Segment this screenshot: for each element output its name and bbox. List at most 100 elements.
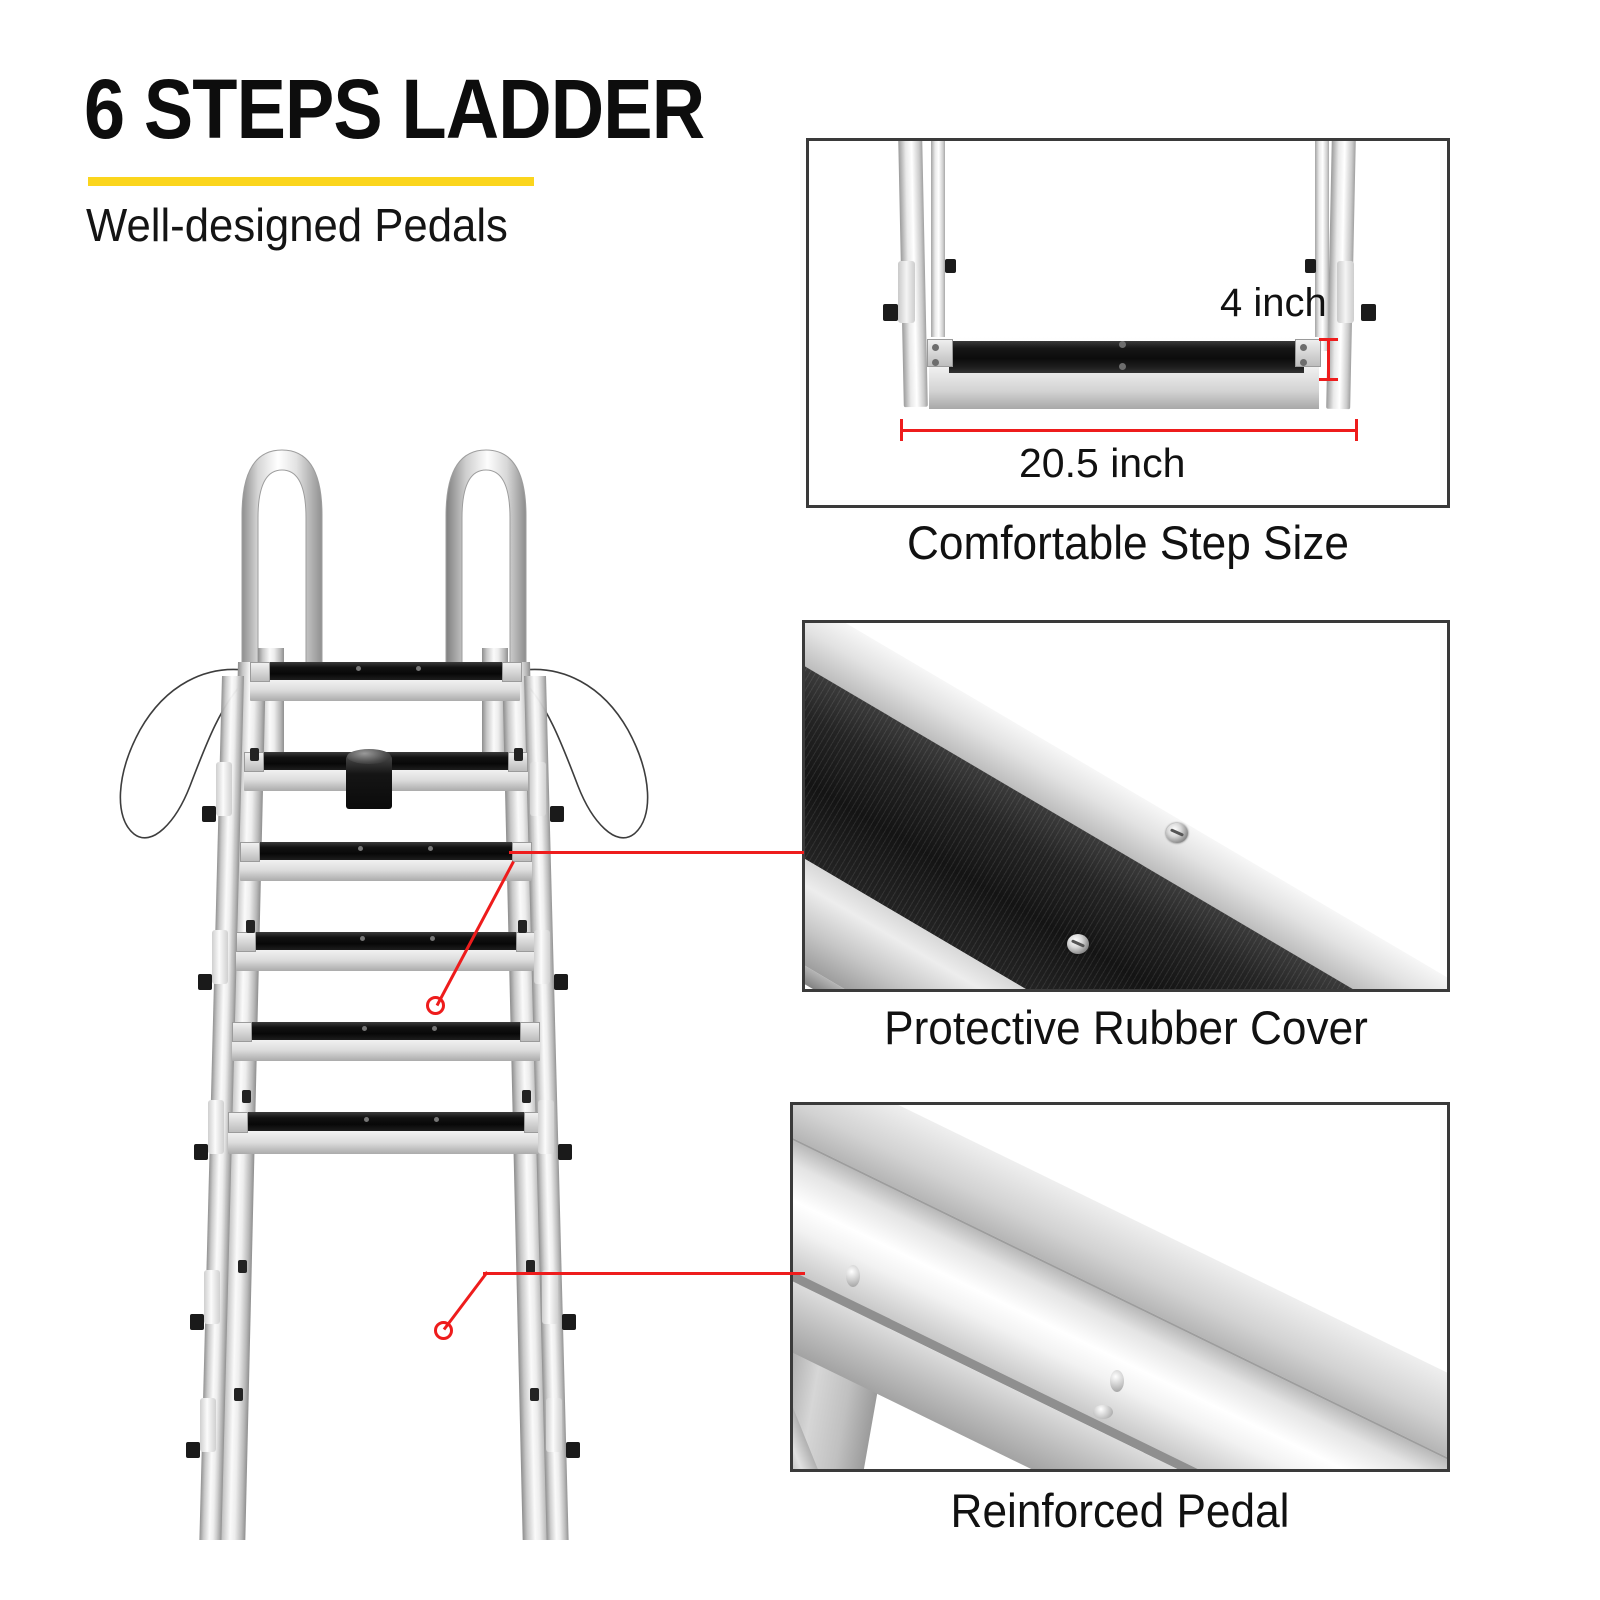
wire-hook-right [521, 668, 649, 839]
dim-4inch-line [1327, 339, 1330, 381]
caption-step-size: Comfortable Step Size [906, 516, 1350, 569]
step-bolt [416, 666, 421, 671]
channel-rivet [1110, 1370, 1124, 1392]
step-bolt [932, 359, 939, 366]
panel-step-size: 4 inch 20.5 inch [806, 138, 1450, 508]
rubber-cover-illustration [805, 623, 1447, 989]
rail-stop-right [514, 748, 523, 761]
rail-clip-left [204, 1270, 220, 1324]
step-bolt [428, 846, 433, 851]
step-size-illustration: 4 inch 20.5 inch [809, 141, 1447, 505]
step-endplate-left [236, 932, 256, 952]
page-title: 6 STEPS LADDER [84, 62, 705, 156]
rail-clip-right [534, 930, 550, 984]
ladder-illustration [110, 430, 650, 1540]
rail-clip-left [208, 1100, 224, 1154]
step-bolt [364, 1117, 369, 1122]
step-profile-angled [805, 623, 1447, 989]
rail-clip-left [212, 930, 228, 984]
dim-4inch-label: 4 inch [1220, 281, 1327, 325]
step-endplate-left [228, 1112, 248, 1133]
rail-nub-left [198, 974, 212, 990]
rail-stop-right [530, 1388, 539, 1401]
rail-clip-left [898, 261, 915, 323]
step-rubber-tread [949, 341, 1304, 373]
rail-nub-right [566, 1442, 580, 1458]
rail-nub-right [554, 974, 568, 990]
rail-clip-left [200, 1398, 216, 1452]
rail-nub-right [562, 1314, 576, 1330]
step-endplate-left [250, 662, 270, 682]
rail-clip-right [538, 1100, 554, 1154]
step-bolt [356, 666, 361, 671]
rail-stop-left [945, 259, 956, 273]
step-rubber-tread [252, 842, 520, 860]
rail-nub-left [194, 1144, 208, 1160]
leader-anchor-reinforced-pedal [434, 1321, 453, 1340]
rail-nub-right [1361, 304, 1376, 321]
step-endplate-right [502, 662, 522, 682]
step-bolt [434, 1117, 439, 1122]
title-accent-rule [88, 177, 534, 186]
rail-nub-right [550, 806, 564, 822]
reinforced-pedal-illustration [793, 1105, 1447, 1469]
step-rubber-tread [262, 662, 510, 680]
step-bolt [358, 846, 363, 851]
step-endplate-left [232, 1022, 252, 1042]
rail-stop-right [522, 1090, 531, 1103]
handrail-loop-right [445, 449, 527, 681]
step-bolt [360, 936, 365, 941]
panel-rubber-cover [802, 620, 1450, 992]
step-endplate-right [516, 932, 536, 952]
rail-stop-right [526, 1260, 535, 1273]
leader-to-reinforced-pedal-horizontal [483, 1272, 805, 1275]
step-endplate-left [927, 339, 953, 367]
rail-stop-left [238, 1260, 247, 1273]
locking-hinge-cap [347, 749, 391, 764]
step-bolt [1119, 341, 1126, 348]
step-endplate-right [520, 1022, 540, 1042]
step-bolt [362, 1026, 367, 1031]
handrail-loops [119, 449, 649, 839]
rail-nub-right [558, 1144, 572, 1160]
ladder-inner-upright-left [931, 141, 945, 351]
leader-to-rubber-cover-horizontal [509, 851, 804, 854]
rail-nub-left [202, 806, 216, 822]
dim-20inch-line [900, 429, 1358, 432]
step-bolt [1300, 344, 1307, 351]
step-bolt [1119, 363, 1126, 370]
step-bolt [432, 1026, 437, 1031]
channel-rivet [1093, 1405, 1113, 1419]
rail-nub-left [190, 1314, 204, 1330]
step-bolt [932, 344, 939, 351]
step-rubber-tread [248, 932, 524, 950]
rail-stop-right [1305, 259, 1316, 273]
rail-clip-right [542, 1270, 558, 1324]
rail-stop-left [234, 1388, 243, 1401]
step-rubber-tread [240, 1112, 532, 1131]
tread-screw [1166, 823, 1188, 843]
caption-rubber-cover: Protective Rubber Cover [884, 1001, 1368, 1054]
rail-stop-right [518, 920, 527, 933]
pedal-underside-profile [793, 1105, 1447, 1469]
wire-hook-left [119, 668, 247, 839]
leader-anchor-rubber-cover [426, 996, 445, 1015]
rail-nub-left [883, 304, 898, 321]
dim-20inch-tick-left [900, 419, 903, 441]
tread-screw [1067, 934, 1089, 954]
step-bolt [1300, 359, 1307, 366]
locking-hinge-block [346, 755, 392, 809]
step-bolt [430, 936, 435, 941]
rail-stop-left [242, 1090, 251, 1103]
dim-4inch-tick-top [1319, 338, 1338, 341]
panel-reinforced-pedal [790, 1102, 1450, 1472]
step-rubber-tread [244, 1022, 528, 1040]
step-endplate-left [240, 842, 260, 862]
page-subtitle: Well-designed Pedals [86, 199, 508, 251]
dim-20inch-tick-right [1355, 419, 1358, 441]
caption-reinforced-pedal: Reinforced Pedal [950, 1484, 1290, 1537]
ladder-inner-upright-right [1315, 141, 1329, 351]
dim-4inch-tick-bottom [1319, 378, 1338, 381]
channel-rivet [846, 1265, 860, 1287]
